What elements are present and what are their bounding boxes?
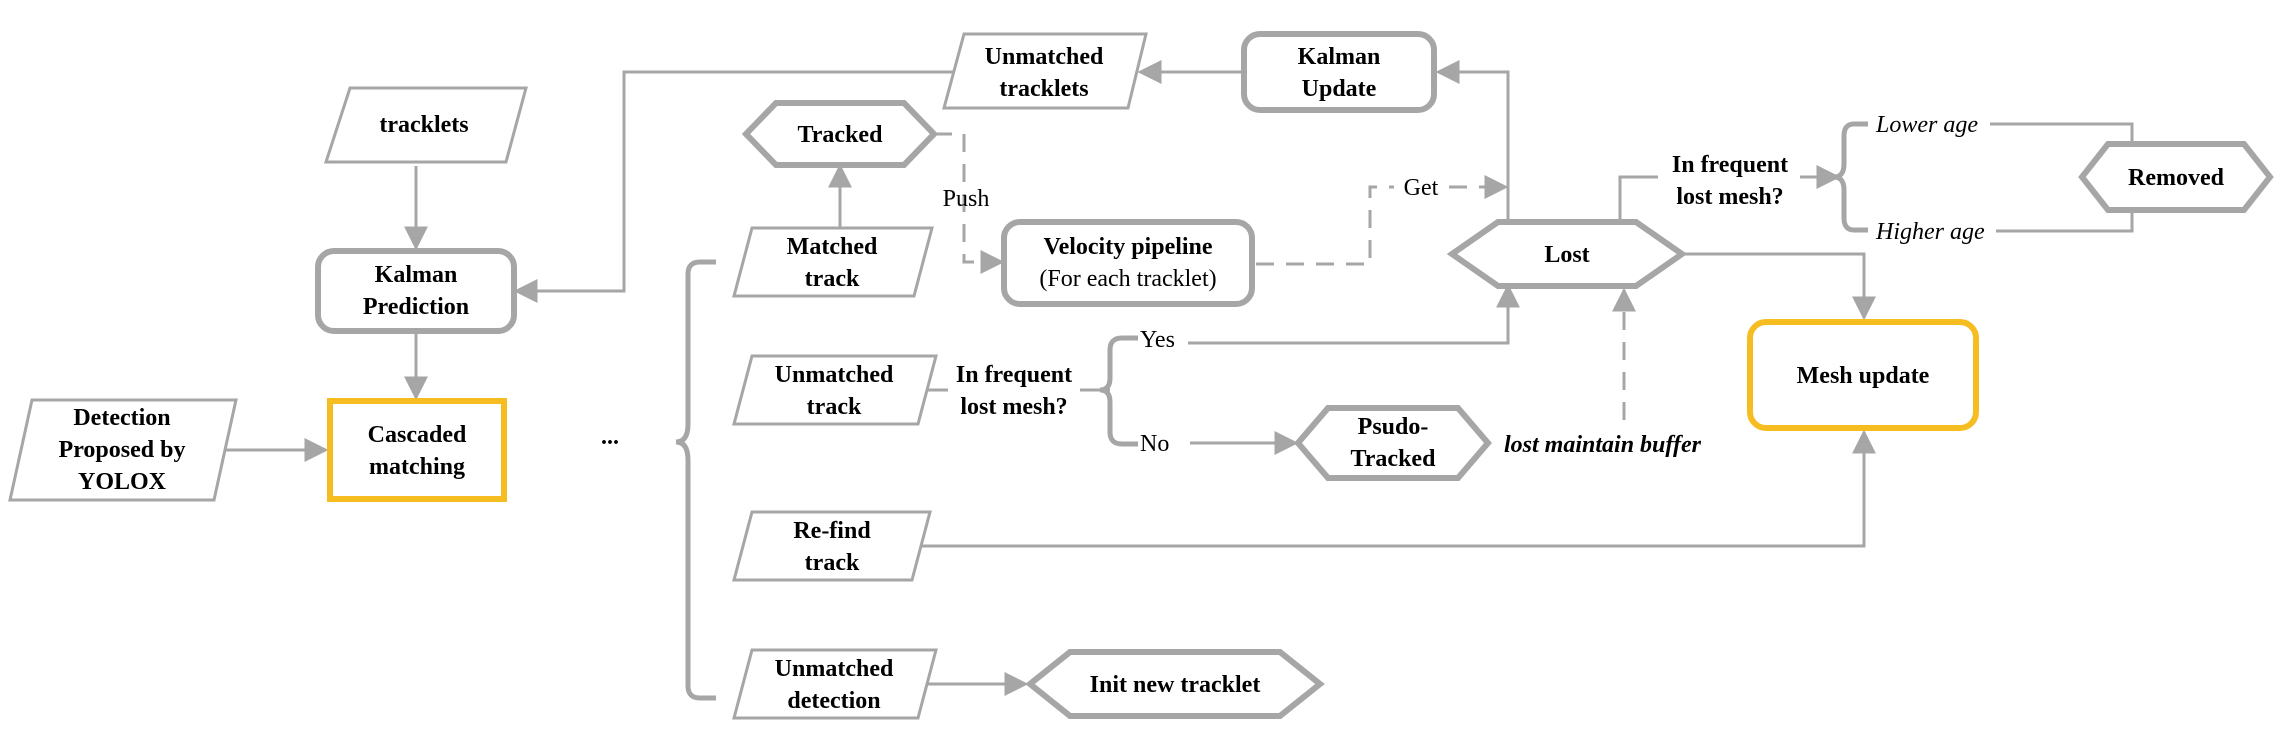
unmatched-tracklets-label-1: Unmatched <box>985 44 1104 70</box>
node-mesh-update: Mesh update <box>1747 319 1979 431</box>
lost-maintain-buffer-label: lost maintain buffer <box>1504 432 1702 458</box>
detection-label-2: Proposed by <box>59 437 186 463</box>
kalman-update-label-1: Kalman <box>1298 44 1381 70</box>
age-brace <box>1833 121 1868 233</box>
arrow-lost-to-mesh-update <box>1682 252 1876 321</box>
decision1-label-2: lost mesh? <box>960 394 1067 420</box>
arrow-lost-to-decision2 <box>1618 175 1658 222</box>
tracked-label: Tracked <box>798 122 884 148</box>
node-init-new-tracklet: Init new tracklet <box>1025 649 1325 719</box>
main-brace <box>675 259 716 701</box>
unmatched-detection-label-1: Unmatched <box>775 656 894 682</box>
node-unmatched-track: Unmatched track <box>732 354 938 426</box>
refind-label-1: Re-find <box>793 518 871 544</box>
node-unmatched-tracklets: Unmatched tracklets <box>942 32 1148 110</box>
node-psudo-tracked: Psudo- Tracked <box>1294 405 1492 481</box>
arrow-lost-to-kalman-update <box>1435 60 1510 222</box>
node-kalman-prediction: Kalman Prediction <box>315 248 517 334</box>
unmatched-detection-label-2: detection <box>787 688 880 714</box>
tracklets-label: tracklets <box>379 112 468 138</box>
node-tracked: Tracked <box>741 100 939 168</box>
unmatched-track-label-2: track <box>807 394 862 420</box>
node-detection: Detection Proposed by YOLOX <box>8 398 238 502</box>
lower-age-label: Lower age <box>1875 112 1978 138</box>
arrow-tracked-to-velocity <box>934 132 1005 274</box>
velocity-label-2: (For each tracklet) <box>1039 266 1216 292</box>
mesh-update-label: Mesh update <box>1797 363 1930 389</box>
removed-label: Removed <box>2128 165 2225 191</box>
detection-label-3: YOLOX <box>78 469 167 495</box>
decision1-label-1: In frequent <box>956 362 1072 388</box>
higher-age-label: Higher age <box>1875 219 1985 245</box>
velocity-label-1: Velocity pipeline <box>1043 234 1212 260</box>
unmatched-tracklets-label-2: tracklets <box>999 76 1088 102</box>
node-lost: Lost <box>1446 219 1688 289</box>
refind-label-2: track <box>805 550 860 576</box>
matched-track-label-2: track <box>805 266 860 292</box>
node-refind-track: Re-find track <box>732 510 932 582</box>
unmatched-track-label-1: Unmatched <box>775 362 894 388</box>
psudo-label-2: Tracked <box>1351 446 1437 472</box>
decision-brace <box>1099 335 1138 447</box>
get-label: Get <box>1404 175 1439 201</box>
connectors <box>226 60 2134 701</box>
arrow-unmatched-tracklets-to-kalman-prediction <box>513 70 958 303</box>
decision2-label-2: lost mesh? <box>1676 184 1783 210</box>
kalman-update-label-2: Update <box>1302 76 1377 102</box>
no-label: No <box>1140 431 1169 457</box>
arrow-refind-to-mesh-update <box>916 429 1876 548</box>
lost-label: Lost <box>1544 242 1589 268</box>
matched-track-label-1: Matched <box>787 234 878 260</box>
kalman-prediction-label-1: Kalman <box>375 262 458 288</box>
decision2-label-1: In frequent <box>1672 152 1788 178</box>
node-removed: Removed <box>2078 141 2274 213</box>
init-new-tracklet-label: Init new tracklet <box>1090 672 1261 698</box>
arrow-higher-age-to-removed <box>1996 212 2134 233</box>
node-matched-track: Matched track <box>732 226 934 298</box>
yes-label: Yes <box>1140 327 1175 353</box>
cascaded-label-2: matching <box>369 454 465 480</box>
node-unmatched-detection: Unmatched detection <box>732 648 938 720</box>
ellipsis: ... <box>601 424 619 450</box>
push-label: Push <box>943 186 990 212</box>
node-kalman-update: Kalman Update <box>1241 31 1437 113</box>
detection-label-1: Detection <box>73 405 170 431</box>
arrow-yes-to-lost <box>1188 283 1520 345</box>
arrow-velocity-to-lost <box>1256 175 1509 266</box>
cascaded-label-1: Cascaded <box>368 422 467 448</box>
node-velocity-pipeline: Velocity pipeline (For each tracklet) <box>1001 219 1255 307</box>
get-label-bg <box>1394 174 1448 200</box>
node-cascaded-matching: Cascaded matching <box>327 398 507 502</box>
arrow-lower-age-to-removed <box>1990 122 2134 142</box>
node-tracklets: tracklets <box>323 86 528 164</box>
psudo-label-1: Psudo- <box>1358 414 1429 440</box>
kalman-prediction-label-2: Prediction <box>363 294 469 320</box>
